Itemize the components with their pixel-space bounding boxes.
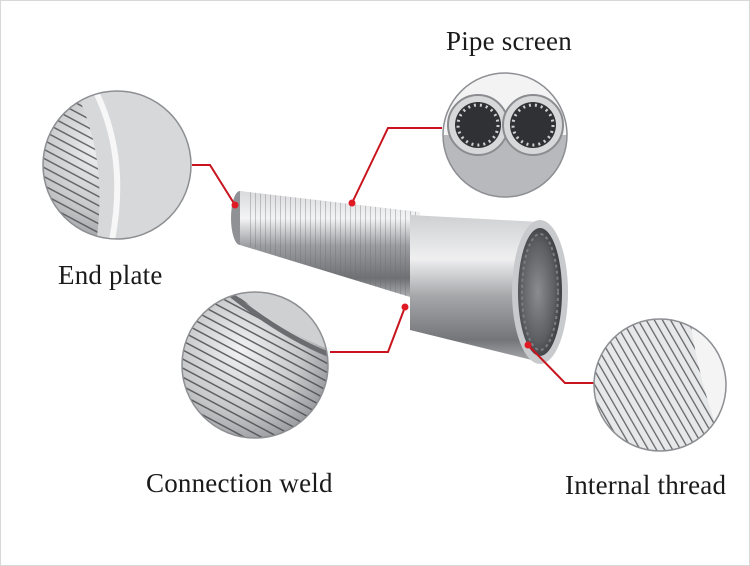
internal-thread-leader <box>527 344 596 384</box>
coupling-sleeve <box>410 215 540 362</box>
connection-weld-marker <box>401 303 409 311</box>
coupling-interior <box>518 228 562 356</box>
end-plate-leader <box>192 164 236 206</box>
pipe-screen-detail-bubble <box>442 72 568 198</box>
connection-weld-leader <box>330 306 406 353</box>
internal-thread-rings <box>521 233 559 351</box>
pipe-screen-label: Pipe screen <box>446 26 572 56</box>
end-plate-detail-bubble <box>42 90 192 240</box>
pipe-screen-leader <box>351 127 442 204</box>
pipe-screen-product <box>231 191 568 364</box>
leader-lines <box>192 127 596 384</box>
internal-thread-detail-bubble <box>593 318 727 452</box>
internal-thread-label: Internal thread <box>565 470 727 500</box>
end-plate-label: End plate <box>58 260 163 290</box>
wire-wrap-rings <box>248 192 418 300</box>
marker-dots <box>231 199 532 349</box>
connection-weld-detail-bubble <box>181 291 329 439</box>
pipe-screen-marker <box>348 199 356 207</box>
connection-weld-label: Connection weld <box>146 468 333 498</box>
internal-thread-marker <box>524 341 532 349</box>
end-plate-marker <box>231 201 239 209</box>
